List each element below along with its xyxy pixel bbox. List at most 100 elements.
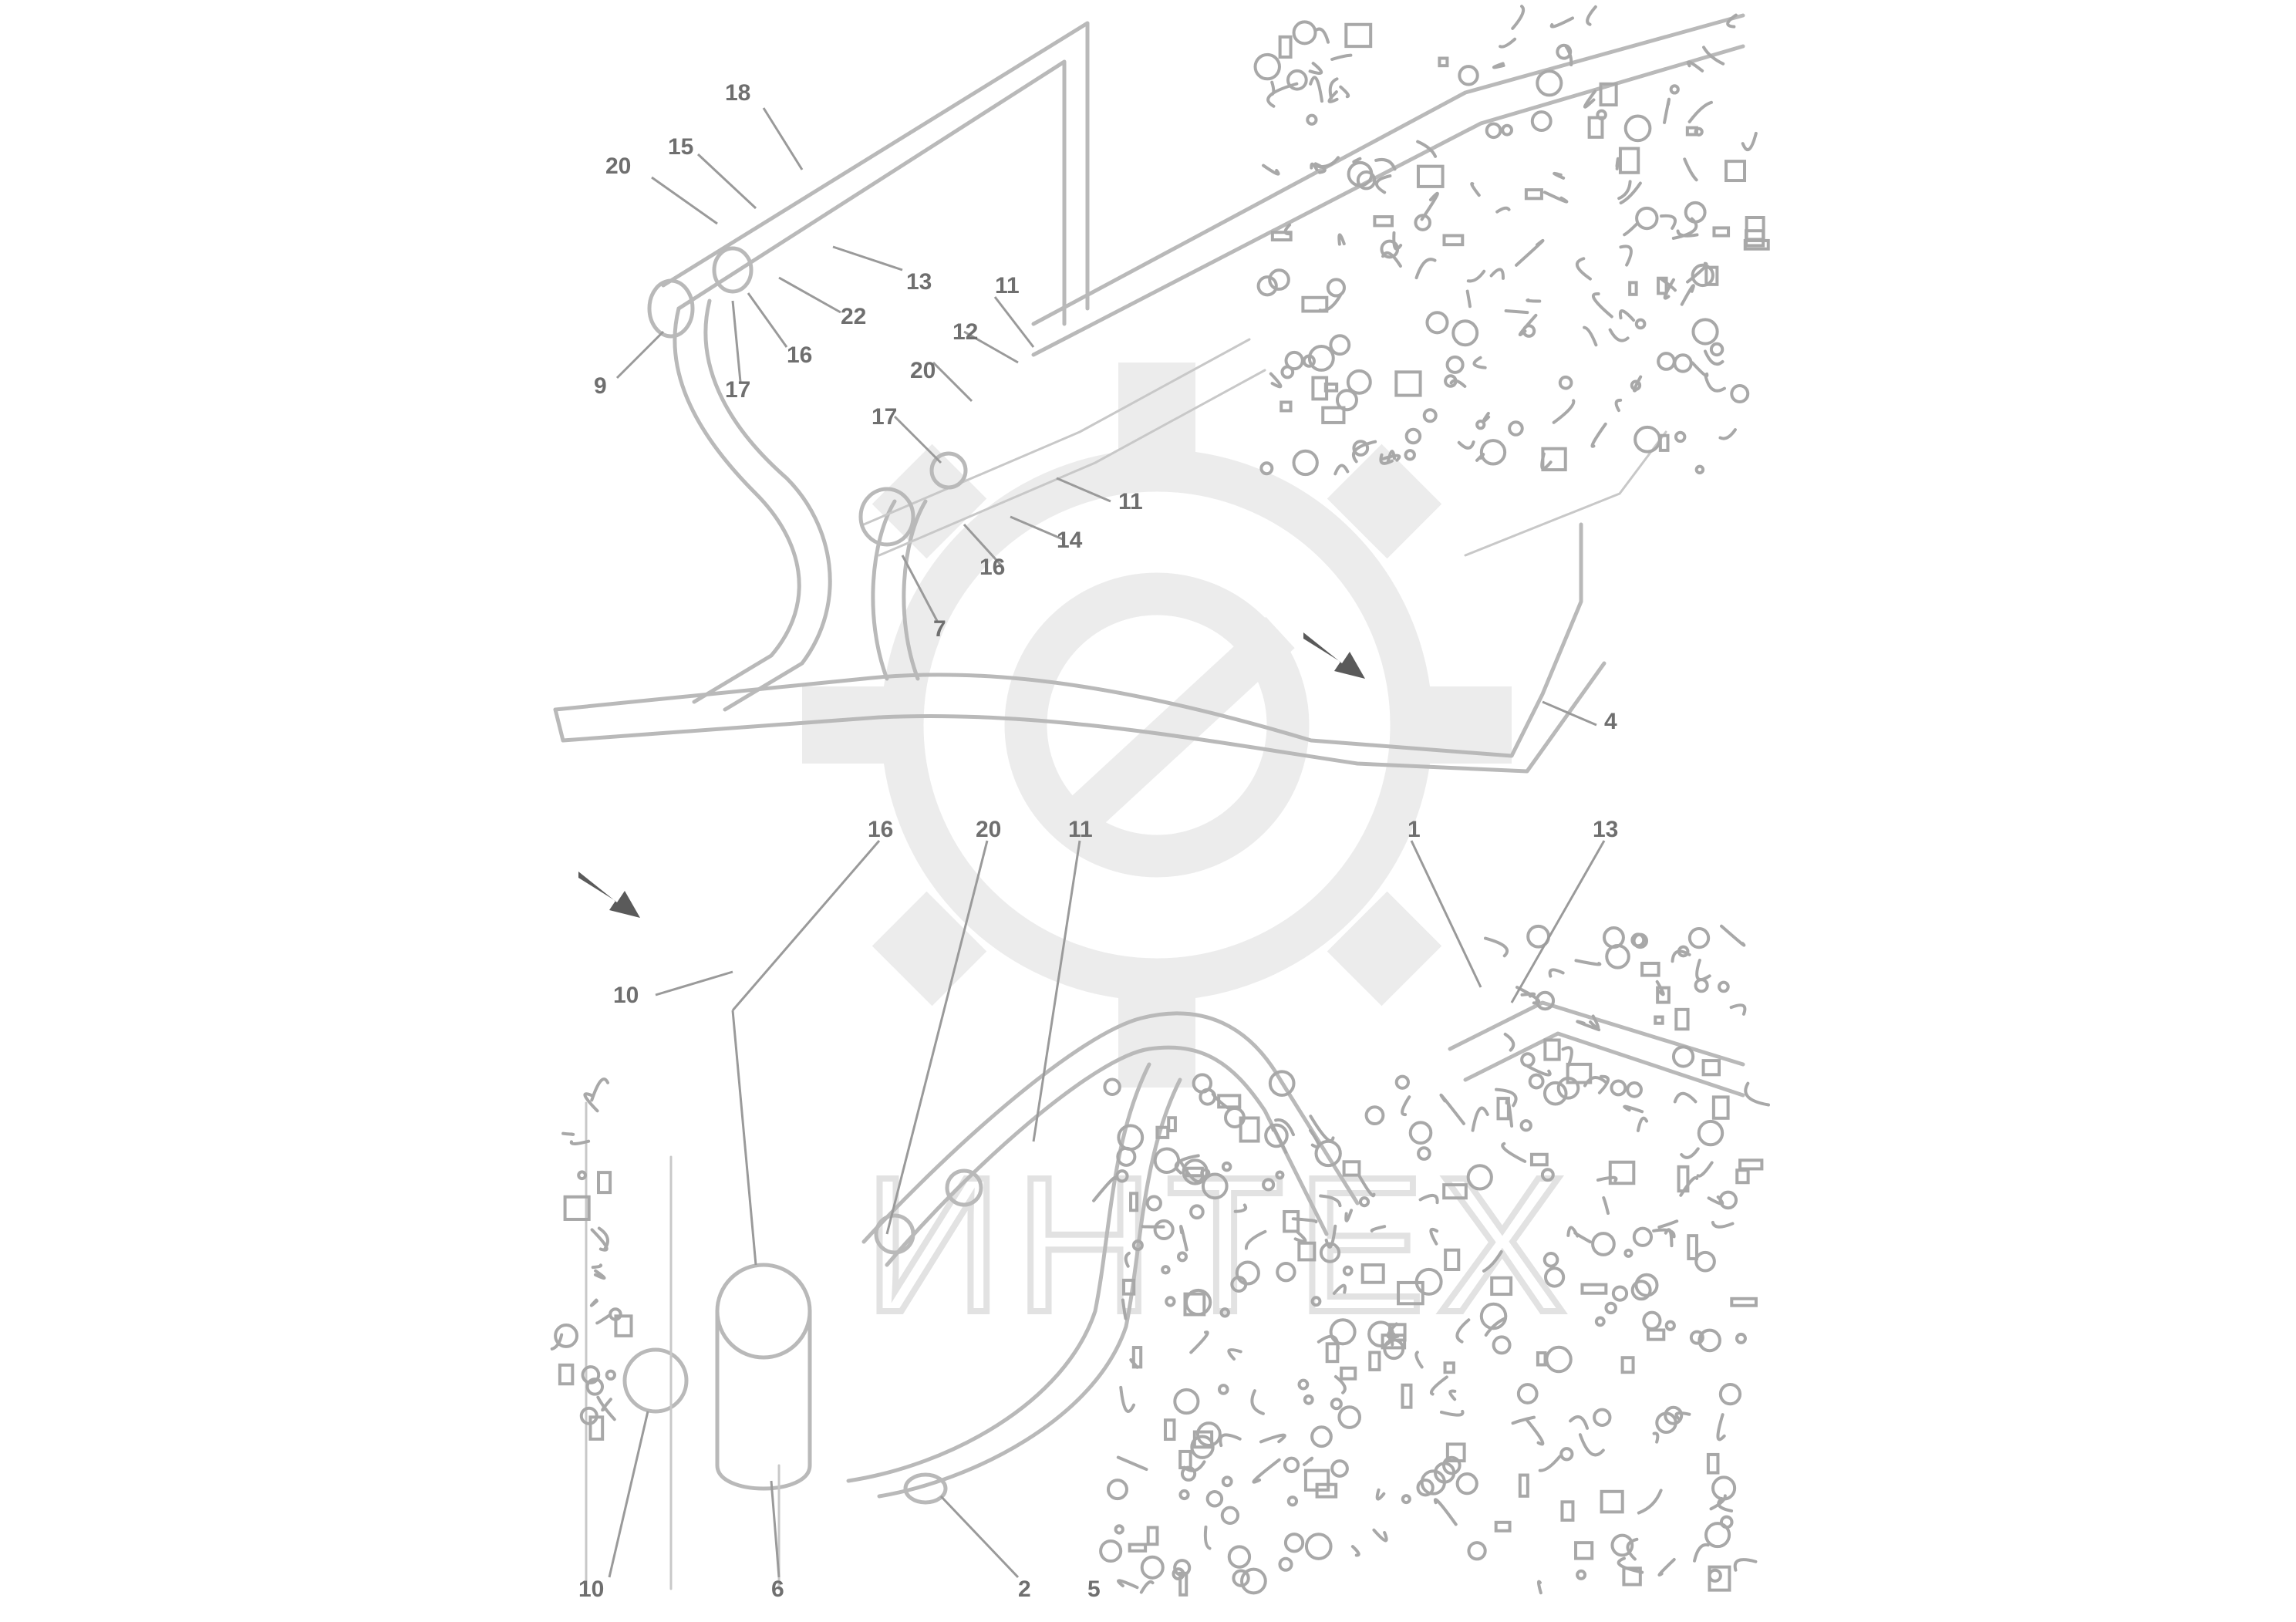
- engine-detail-stroke: [1380, 239, 1400, 259]
- engine-detail-stroke: [1674, 1411, 1691, 1421]
- engine-detail-stroke: [1718, 428, 1737, 440]
- engine-detail-stroke: [1155, 1125, 1170, 1139]
- engine-detail-stroke: [1620, 1356, 1635, 1374]
- engine-detail-stroke: [1313, 156, 1340, 169]
- engine-detail-stroke: [1274, 1118, 1296, 1137]
- engine-detail-stroke: [1593, 1408, 1612, 1427]
- engine-detail-stroke: [1526, 298, 1542, 303]
- engine-detail-stroke: [1719, 1515, 1734, 1529]
- callout-label: 1: [1408, 817, 1421, 842]
- callout-label: 7: [933, 616, 946, 642]
- engine-detail-stroke: [1656, 986, 1671, 1004]
- callout-label: 10: [578, 1576, 604, 1602]
- engine-detail-stroke: [1467, 1541, 1487, 1561]
- callout-label: 18: [725, 80, 750, 106]
- engine-detail-stroke: [1608, 328, 1630, 342]
- engine-detail-stroke: [1495, 1088, 1518, 1108]
- hose-assembly: [553, 246, 1667, 774]
- engine-detail-stroke: [1504, 309, 1529, 315]
- engine-detail-stroke: [1381, 251, 1402, 268]
- engine-detail-stroke: [1702, 46, 1725, 66]
- engine-detail-stroke: [1357, 1175, 1376, 1198]
- engine-detail-stroke: [1140, 1555, 1165, 1580]
- engine-detail-stroke: [1559, 1447, 1574, 1462]
- engine-detail-stroke: [1657, 1558, 1676, 1577]
- engine-detail-stroke: [1628, 281, 1638, 296]
- engine-detail-stroke: [1622, 1566, 1642, 1587]
- engine-detail-stroke: [1264, 1123, 1289, 1148]
- engine-detail-stroke: [1340, 1366, 1357, 1381]
- engine-detail-stroke: [1325, 1342, 1340, 1364]
- engine-detail-stroke: [1356, 170, 1377, 191]
- engine-detail-stroke: [1630, 932, 1646, 948]
- engine-detail-stroke: [1179, 1225, 1188, 1252]
- engine-detail-stroke: [1720, 924, 1746, 947]
- engine-detail-stroke: [1526, 1064, 1552, 1077]
- engine-detail-stroke: [1610, 1533, 1634, 1557]
- engine-detail-stroke: [1448, 1389, 1457, 1401]
- engine-detail-stroke: [1542, 1081, 1568, 1106]
- engine-detail-stroke: [1703, 349, 1725, 366]
- engine-detail-stroke: [1262, 1178, 1276, 1192]
- engine-detail-stroke: [583, 1092, 599, 1113]
- engine-detail-stroke: [554, 1323, 579, 1348]
- engine-detail-stroke: [1560, 1500, 1575, 1522]
- engine-detail-stroke: [1429, 1227, 1439, 1246]
- engine-detail-stroke: [1239, 1116, 1260, 1143]
- engine-detail-stroke: [1691, 318, 1719, 346]
- callout-label: 20: [976, 817, 1001, 842]
- engine-detail-stroke: [1129, 1358, 1139, 1369]
- engine-detail-stroke: [1233, 1203, 1248, 1213]
- engine-detail-stroke: [614, 1314, 633, 1337]
- engine-detail-stroke: [1709, 342, 1725, 357]
- engine-detail-stroke: [1253, 52, 1281, 81]
- engine-detail-stroke: [1605, 943, 1630, 969]
- engine-detail-stroke: [1335, 389, 1358, 412]
- engine-detail-stroke: [1704, 1522, 1731, 1549]
- engine-detail-stroke: [1594, 1316, 1606, 1327]
- engine-detail-stroke: [1344, 22, 1373, 49]
- engine-detail-stroke: [1347, 160, 1374, 187]
- engine-detail-stroke: [1286, 69, 1308, 91]
- engine-detail-stroke: [597, 1226, 609, 1252]
- engine-detail-stroke: [1536, 1580, 1542, 1595]
- engine-detail-stroke: [1117, 1124, 1145, 1152]
- engine-detail-stroke: [1401, 1095, 1411, 1117]
- engine-detail-stroke: [1591, 1232, 1616, 1256]
- engine-detail-stroke: [1303, 1394, 1314, 1405]
- engine-detail-stroke: [1623, 1248, 1633, 1258]
- callout-label: 5: [1087, 1576, 1101, 1602]
- engine-detail-stroke: [1501, 123, 1513, 137]
- upper-frame: [661, 13, 1745, 357]
- engine-detail-stroke: [1540, 1168, 1555, 1182]
- engine-detail-stroke: [1319, 1194, 1342, 1208]
- engine-detail-stroke: [1490, 1276, 1513, 1297]
- engine-detail-stroke: [1623, 221, 1640, 237]
- engine-detail-stroke: [1535, 990, 1556, 1011]
- callout-label: 22: [841, 304, 866, 329]
- engine-detail-stroke: [569, 1139, 591, 1146]
- engine-detail-stroke: [1492, 1335, 1512, 1355]
- engine-detail-stroke: [1586, 5, 1597, 26]
- engine-detail-stroke: [1683, 157, 1698, 182]
- engine-detail-stroke: [1671, 1045, 1695, 1068]
- engine-detail-stroke: [1663, 278, 1675, 300]
- engine-detail-stroke: [1479, 439, 1507, 466]
- engine-detail-stroke: [1569, 1415, 1590, 1430]
- engine-detail-stroke: [1536, 69, 1563, 97]
- engine-detail-stroke: [1489, 268, 1505, 280]
- engine-detail-stroke: [1725, 160, 1747, 183]
- engine-detail-stroke: [1716, 1413, 1726, 1442]
- engine-detail-stroke: [1367, 1320, 1394, 1348]
- engine-detail-stroke: [1394, 370, 1422, 397]
- engine-detail-stroke: [1676, 229, 1699, 238]
- engine-detail-stroke: [1465, 289, 1472, 309]
- engine-detail-stroke: [1313, 27, 1330, 44]
- callout-label: 14: [1057, 528, 1083, 553]
- engine-detail-stroke: [1697, 1119, 1725, 1147]
- engine-detail-stroke: [1479, 1302, 1508, 1330]
- engine-detail-stroke: [1145, 1195, 1162, 1212]
- engine-detail-stroke: [1153, 1219, 1175, 1241]
- engine-detail-stroke: [1548, 968, 1565, 978]
- engine-detail-stroke: [1618, 309, 1636, 322]
